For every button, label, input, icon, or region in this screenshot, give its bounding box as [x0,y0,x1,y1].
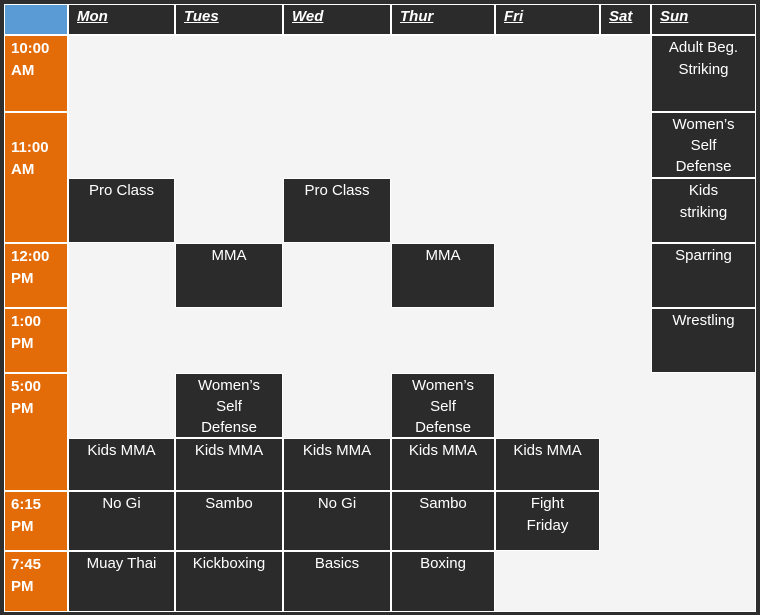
time-slot-1100am: 11:00 AM [4,112,68,243]
time-line-1: 1:00 [11,313,42,330]
class-block[interactable]: No Gi [283,491,391,551]
class-block[interactable]: Pro Class [283,178,391,243]
class-block[interactable]: Fight Friday [495,491,600,551]
day-header-sat: Sat [600,4,651,35]
class-block[interactable]: Kickboxing [175,551,283,612]
class-block[interactable]: Pro Class [68,178,175,243]
day-header-fri: Fri [495,4,600,35]
class-block[interactable]: Adult Beg. Striking [651,35,756,112]
class-block[interactable]: Kids MMA [68,438,175,491]
time-line-1: 11:00 [11,139,49,156]
class-block[interactable]: Kids MMA [391,438,495,491]
time-line-2: AM [11,62,35,79]
class-block[interactable]: MMA [175,243,283,308]
class-block[interactable]: MMA [391,243,495,308]
time-line-2: PM [11,400,34,417]
class-block[interactable]: Basics [283,551,391,612]
class-block[interactable]: Women’s Self Defense [175,373,283,438]
class-block[interactable]: Women’s Self Defense [391,373,495,438]
class-block[interactable]: Muay Thai [68,551,175,612]
class-block[interactable]: Women’s Self Defense [651,112,756,178]
time-line-2: PM [11,518,34,535]
time-slot-1200pm: 12:00 PM [4,243,68,308]
class-block[interactable]: Kids MMA [283,438,391,491]
day-header-wed: Wed [283,4,391,35]
time-line-2: PM [11,270,34,287]
class-block[interactable]: Sparring [651,243,756,308]
class-block[interactable]: Kids striking [651,178,756,243]
day-header-mon: Mon [68,4,175,35]
time-line-1: 7:45 [11,556,42,573]
time-slot-745pm: 7:45 PM [4,551,68,612]
class-block[interactable]: Sambo [175,491,283,551]
time-slot-615pm: 6:15 PM [4,491,68,551]
time-line-2: PM [11,578,34,595]
class-block[interactable]: Boxing [391,551,495,612]
class-block[interactable]: No Gi [68,491,175,551]
time-line-1: 6:15 [11,496,42,513]
class-block[interactable]: Wrestling [651,308,756,373]
day-header-sun: Sun [651,4,756,35]
time-line-1: 10:00 [11,40,50,57]
time-slot-1000am: 10:00 AM [4,35,68,112]
day-header-tues: Tues [175,4,283,35]
class-block[interactable]: Kids MMA [495,438,600,491]
time-line-1: 5:00 [11,378,42,395]
day-header-thur: Thur [391,4,495,35]
time-slot-500pm: 5:00 PM [4,373,68,491]
time-line-2: AM [11,161,35,178]
time-line-2: PM [11,335,34,352]
class-block[interactable]: Kids MMA [175,438,283,491]
time-slot-100pm: 1:00 PM [4,308,68,373]
class-block[interactable]: Sambo [391,491,495,551]
corner-cell [4,4,68,35]
time-line-1: 12:00 [11,248,50,265]
